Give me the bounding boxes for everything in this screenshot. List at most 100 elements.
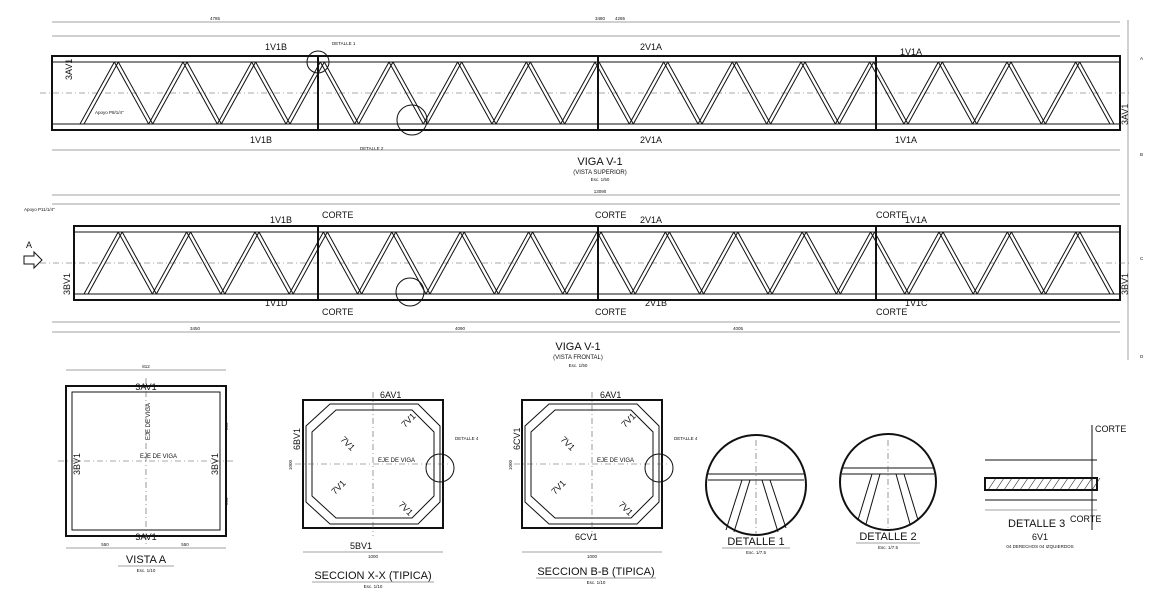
bb-detail: DETALLE 4 (674, 436, 698, 441)
grid-marks: A B C D (1127, 20, 1144, 360)
vista-a-dim-top: 812 (142, 364, 150, 369)
front-corte-1: CORTE (322, 210, 353, 220)
front-dim-3: 4005 (733, 326, 744, 331)
front-label-6: 1V1C (905, 298, 928, 308)
front-dim-2: 4090 (455, 326, 466, 331)
detalle-1-title: DETALLE 1 (727, 536, 784, 548)
top-side-left: 3AV1 (64, 59, 74, 80)
vista-a-axis-v: EJE DE VIGA (146, 403, 152, 440)
front-corte-2: CORTE (595, 210, 626, 220)
top-label-3: 1V1A (900, 47, 922, 57)
xx-label-2: 6BV1 (292, 428, 302, 450)
bb-axis: EJE DE VIGA (597, 458, 634, 464)
detalle-3-note: 04 DERECHOS 04 IZQUIERDOS (1006, 544, 1073, 549)
detalle-2-scale: Esc. 1/7.5 (878, 545, 899, 550)
bb-label-1: 6AV1 (600, 390, 621, 400)
vista-a-axis-h: EJE DE VIGA (140, 454, 177, 460)
seccion-xx: 6AV1 6BV1 5BV1 7V1 7V1 7V1 7V1 EJE DE VI… (288, 390, 479, 589)
top-detail-1: DETALLE 1 (332, 41, 356, 46)
front-label-1: 1V1B (270, 215, 292, 225)
bb-title: SECCION B-B (TIPICA) (537, 566, 654, 578)
detalle-2: DETALLE 2 Esc. 1/7.5 (839, 433, 937, 550)
xx-label-4: 7V1 (339, 434, 357, 452)
top-scale: Esc. 1/50 (591, 177, 610, 182)
detalle-3-corte-top: CORTE (1095, 424, 1126, 434)
beam-front-view: 13090 A Apoyo P11/1/4" 1V1B 2V1A 1V1A 1V… (23, 189, 1130, 368)
grid-mark-b: B (1140, 152, 1143, 157)
front-scale: Esc. 1/50 (569, 363, 588, 368)
front-label-5: 2V1B (645, 298, 667, 308)
front-dim-1: 3450 (190, 326, 201, 331)
bb-label-4: 7V1 (559, 434, 577, 452)
top-side-right: 3AV1 (1120, 104, 1130, 125)
xx-scale: Esc. 1/10 (364, 584, 383, 589)
xx-dim-bottom: 1000 (368, 554, 379, 559)
xx-title: SECCION X-X (TIPICA) (314, 570, 431, 582)
vista-a: 812 3AV1 3AV1 3BV1 3BV1 EJE DE VIGA EJE … (58, 364, 236, 573)
bb-label-7: 7V1 (617, 499, 635, 517)
xx-label-7: 7V1 (397, 499, 415, 517)
front-side-right: 3BV1 (1120, 273, 1130, 295)
grid-mark-a: A (1140, 56, 1143, 61)
vista-a-scale: Esc. 1/10 (137, 568, 156, 573)
bb-scale: Esc. 1/10 (587, 580, 606, 585)
bb-label-6: 7V1 (549, 478, 567, 496)
vista-a-dim-4: 500 (224, 497, 229, 505)
seccion-bb: 6AV1 6CV1 6CV1 7V1 7V1 7V1 7V1 EJE DE VI… (508, 390, 698, 585)
grid-mark-c: C (1140, 256, 1144, 261)
front-arrow-label: A (26, 240, 32, 250)
detalle-2-title: DETALLE 2 (859, 531, 916, 543)
bb-label-2: 6CV1 (512, 427, 522, 450)
top-label-4: 1V1B (250, 135, 272, 145)
front-subtitle: (VISTA FRONTAL) (553, 355, 603, 361)
top-title: VIGA V-1 (577, 156, 622, 168)
xx-label-3: 5BV1 (350, 541, 372, 551)
bb-dim-bottom: 1000 (587, 554, 598, 559)
bb-label-3: 6CV1 (575, 532, 598, 542)
dim-top-2: 3480 (595, 16, 606, 21)
front-label-4: 1V1D (265, 298, 288, 308)
detalle-1-scale: Esc. 1/7.5 (746, 550, 767, 555)
xx-dim-side: 1000 (288, 459, 293, 470)
vista-a-dim-2: 550 (181, 542, 189, 547)
xx-label-1: 6AV1 (380, 390, 401, 400)
front-corte-6: CORTE (876, 307, 907, 317)
vista-a-top-label: 3AV1 (135, 382, 156, 392)
detalle-1: DETALLE 1 Esc. 1/7.5 (705, 434, 807, 555)
xx-label-5: 7V1 (399, 411, 417, 429)
bb-dim-side: 1000 (508, 459, 513, 470)
front-note: Apoyo P11/1/4" (24, 207, 55, 212)
beam-top-view: 4785 3480 4285 1V1B 2V1A 1V1A 1V1B 2V1A … (40, 16, 1130, 182)
detalle-3-title: DETALLE 3 (1008, 518, 1065, 530)
vista-a-title: VISTA A (126, 554, 167, 566)
front-label-3: 1V1A (905, 215, 927, 225)
xx-label-6: 7V1 (329, 478, 347, 496)
top-note: Apoyo P8/1/4" (95, 110, 124, 115)
vista-a-dim-1: 550 (101, 542, 109, 547)
front-total-dim: 13090 (594, 189, 607, 194)
front-label-2: 2V1A (640, 215, 662, 225)
front-corte-4: CORTE (322, 307, 353, 317)
grid-mark-d: D (1140, 354, 1144, 359)
dim-top-1: 4785 (210, 16, 221, 21)
vista-a-left-label: 3BV1 (72, 453, 82, 475)
front-title: VIGA V-1 (555, 341, 600, 353)
vista-a-bottom-label: 3AV1 (135, 532, 156, 542)
detalle-3: CORTE DETALLE 3 CORTE 6V1 04 DERECHOS 04… (984, 424, 1126, 549)
top-detail-2: DETALLE 2 (360, 146, 384, 151)
xx-axis: EJE DE VIGA (378, 458, 415, 464)
front-corte-3: CORTE (876, 210, 907, 220)
top-subtitle: (VISTA SUPERIOR) (573, 170, 627, 176)
xx-detail: DETALLE 4 (455, 436, 479, 441)
vista-a-dim-3: 500 (224, 422, 229, 430)
top-label-1: 1V1B (265, 42, 287, 52)
front-side-left: 3BV1 (62, 273, 72, 295)
top-label-6: 1V1A (895, 135, 917, 145)
front-corte-5: CORTE (595, 307, 626, 317)
detalle-3-corte-bottom: CORTE (1070, 514, 1101, 524)
top-label-5: 2V1A (640, 135, 662, 145)
detalle-3-part: 6V1 (1032, 532, 1048, 542)
top-label-2: 2V1A (640, 42, 662, 52)
vista-a-right-label: 3BV1 (210, 453, 220, 475)
